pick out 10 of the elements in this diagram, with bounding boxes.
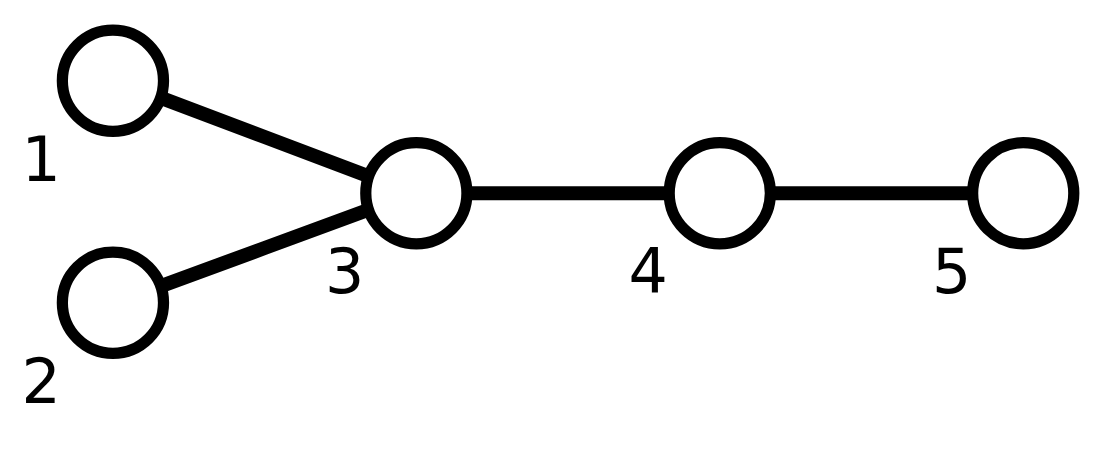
node-label: 3 (325, 236, 365, 309)
node-label: 4 (628, 236, 668, 309)
node-label: 5 (931, 236, 972, 309)
node-circle (663, 137, 776, 250)
node-circle (967, 137, 1080, 250)
node-circle (56, 246, 170, 359)
node-label: 2 (21, 345, 61, 418)
node-circle (56, 24, 170, 137)
node-circle (360, 137, 473, 250)
node-label: 1 (21, 123, 61, 196)
